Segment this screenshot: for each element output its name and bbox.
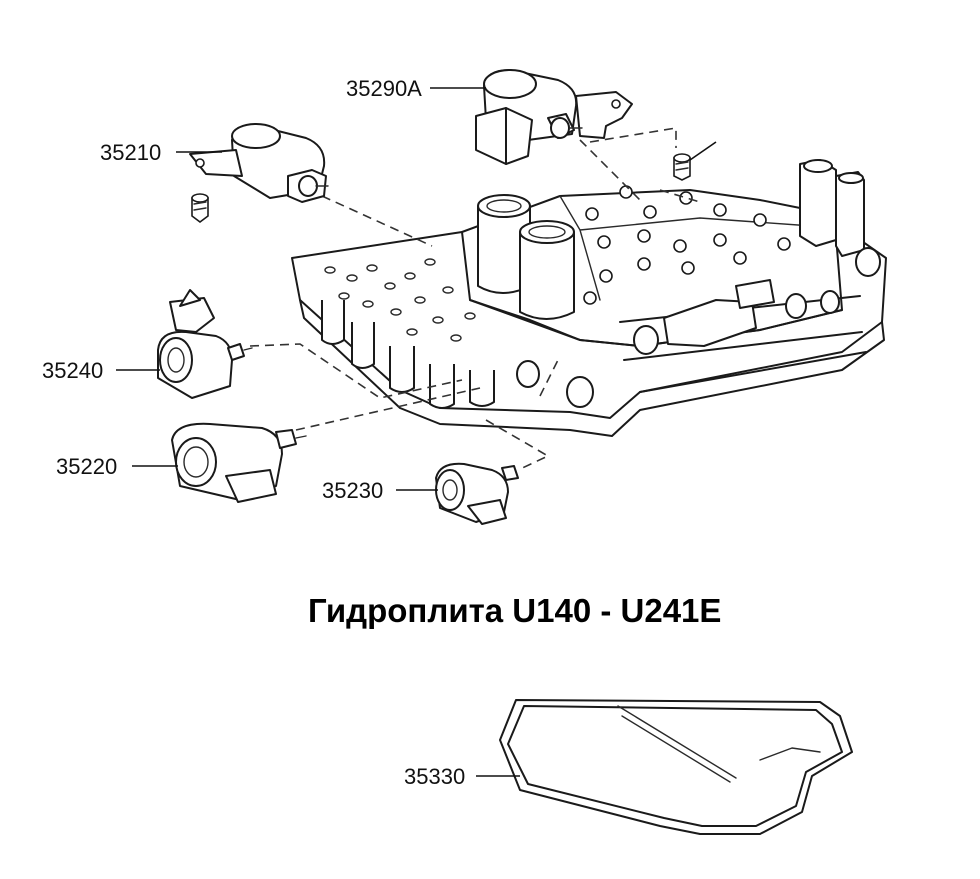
solenoid-35240 bbox=[157, 289, 253, 399]
label-35290a: 35290A bbox=[346, 76, 422, 101]
bolt-left bbox=[191, 193, 209, 223]
valve-body-bolts bbox=[583, 185, 791, 305]
solenoid-35290a bbox=[475, 69, 633, 165]
solenoid-35220 bbox=[171, 422, 307, 503]
oil-pan-gasket-35330 bbox=[499, 699, 853, 835]
valve-body bbox=[291, 159, 887, 437]
label-35210: 35210 bbox=[100, 140, 161, 165]
part-labels: 35290A 35210 35240 35220 35230 35330 bbox=[42, 76, 465, 789]
label-35220: 35220 bbox=[56, 454, 117, 479]
label-35240: 35240 bbox=[42, 358, 103, 383]
label-35330: 35330 bbox=[404, 764, 465, 789]
solenoid-35230 bbox=[435, 462, 519, 525]
label-35230: 35230 bbox=[322, 478, 383, 503]
diagram-title: Гидроплита U140 - U241E bbox=[308, 592, 721, 629]
solenoid-35210 bbox=[189, 123, 329, 203]
bolt-top-right bbox=[673, 141, 717, 181]
assembly-lines bbox=[249, 127, 701, 471]
